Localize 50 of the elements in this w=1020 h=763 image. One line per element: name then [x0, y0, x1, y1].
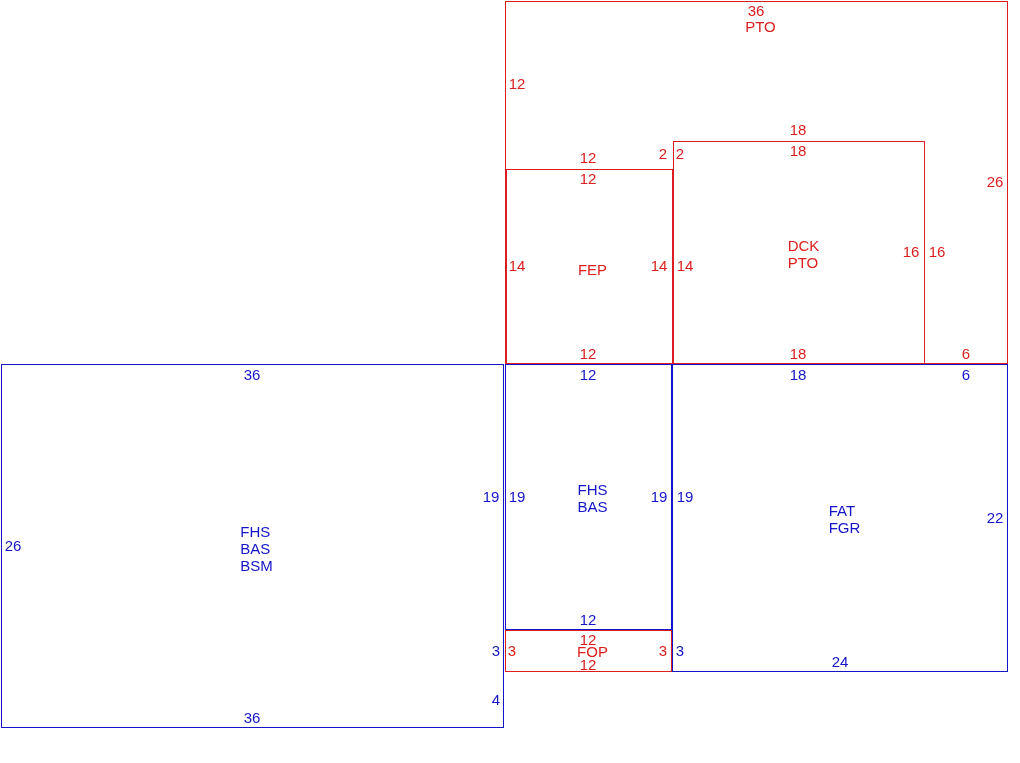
dimension-label: 19: [676, 488, 694, 504]
dimension-label: 18: [789, 366, 807, 382]
dimension-label: 18: [789, 345, 807, 361]
dimension-label: 12: [579, 611, 597, 627]
dimension-label: 19: [482, 488, 500, 504]
dimension-label: 18: [789, 121, 807, 137]
dimension-label: 14: [676, 257, 694, 273]
dimension-label: 14: [508, 257, 526, 273]
dimension-label: 12: [508, 75, 526, 91]
room-label: FEP: [577, 260, 608, 277]
room-outline: [505, 1, 1008, 364]
room-label: PTO: [745, 17, 776, 34]
room-outline: [506, 169, 673, 365]
dimension-label: 4: [491, 691, 501, 707]
dimension-label: 3: [491, 642, 501, 658]
dimension-label: 26: [986, 173, 1004, 189]
room-outline: [672, 364, 1008, 672]
room-label: FHS BAS BSM: [240, 522, 273, 573]
dimension-label: 3: [675, 642, 685, 658]
room-outline: [673, 141, 925, 365]
dimension-label: 12: [579, 656, 597, 672]
dimension-label: 2: [675, 145, 685, 161]
dimension-label: 6: [961, 366, 971, 382]
dimension-label: 18: [789, 142, 807, 158]
dimension-label: 36: [747, 2, 765, 18]
dimension-label: 12: [579, 631, 597, 647]
room-label: FAT FGR: [828, 501, 861, 536]
room-label: FHS BAS: [577, 480, 608, 515]
dimension-label: 19: [650, 488, 668, 504]
dimension-label: 6: [961, 345, 971, 361]
dimension-label: 36: [243, 366, 261, 382]
dimension-label: 19: [508, 488, 526, 504]
dimension-label: 26: [4, 537, 22, 553]
dimension-label: 36: [243, 709, 261, 725]
dimension-label: 24: [831, 653, 849, 669]
room-label: DCK PTO: [787, 236, 820, 271]
dimension-label: 12: [579, 149, 597, 165]
dimension-label: 14: [650, 257, 668, 273]
dimension-label: 12: [579, 366, 597, 382]
room-outline: [1, 364, 504, 728]
dimension-label: 16: [902, 243, 920, 259]
room-outline: [505, 630, 672, 672]
dimension-label: 12: [579, 170, 597, 186]
dimension-label: 3: [658, 642, 668, 658]
dimension-label: 2: [658, 145, 668, 161]
dimension-label: 16: [928, 243, 946, 259]
room-outline: [505, 364, 672, 630]
dimension-label: 12: [579, 345, 597, 361]
dimension-label: 22: [986, 509, 1004, 525]
dimension-label: 3: [507, 642, 517, 658]
